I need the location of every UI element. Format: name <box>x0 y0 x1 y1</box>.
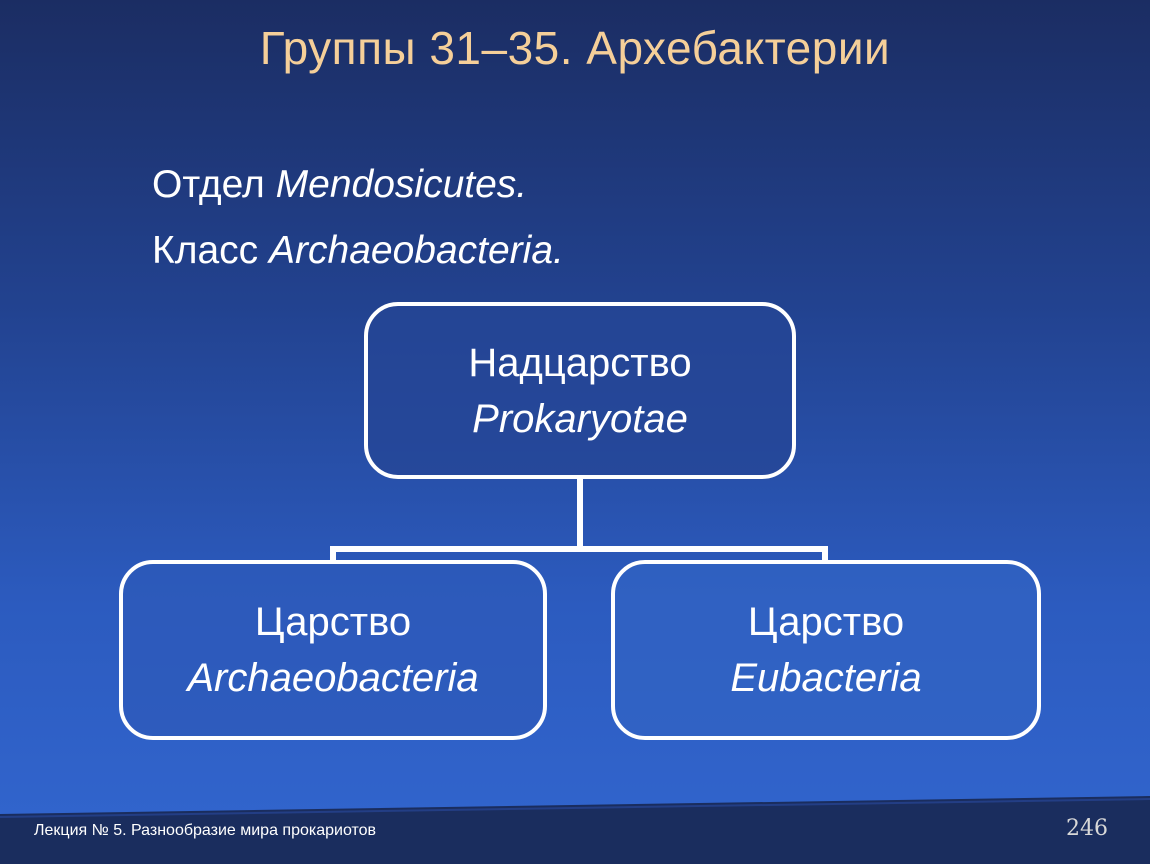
footer-lecture-title: Лекция № 5. Разнообразие мира прокариото… <box>34 822 377 839</box>
class-name: Archaeobacteria. <box>269 229 564 272</box>
node-kingdom-eubacteria-label: Царство <box>747 600 905 644</box>
node-kingdom-eubacteria-name: Eubacteria <box>730 656 922 700</box>
node-superkingdom: Надцарство Prokaryotae <box>364 302 796 479</box>
slide-title: Группы 31–35. Архебактерии <box>259 22 891 74</box>
division-line: Отдел Mendosicutes. <box>152 161 527 209</box>
node-superkingdom-name: Prokaryotae <box>472 396 688 441</box>
page-number: 246 <box>1066 816 1108 841</box>
node-kingdom-eubacteria: Царство Eubacteria <box>611 560 1041 740</box>
class-label: Класс <box>152 229 259 272</box>
footer-band <box>0 796 1150 864</box>
node-kingdom-archaeobacteria-name: Archaeobacteria <box>187 656 479 700</box>
division-name: Mendosicutes. <box>275 163 528 206</box>
node-kingdom-archaeobacteria: Царство Archaeobacteria <box>119 560 547 740</box>
node-superkingdom-label: Надцарство <box>468 340 692 385</box>
node-kingdom-archaeobacteria-label: Царство <box>254 600 412 644</box>
class-line: Класс Archaeobacteria. <box>152 227 564 275</box>
division-label: Отдел <box>152 163 265 206</box>
